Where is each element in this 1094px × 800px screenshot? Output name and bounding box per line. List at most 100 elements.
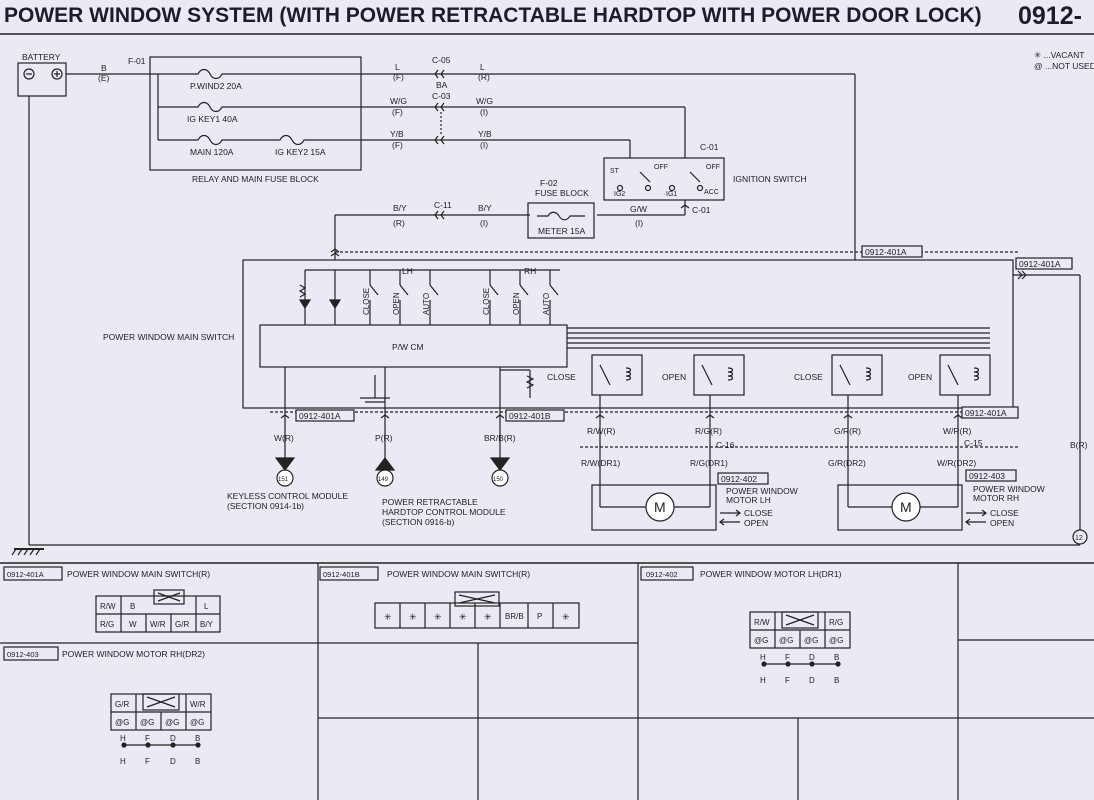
rh-label: RH	[524, 266, 536, 276]
page-title: POWER WINDOW SYSTEM (WITH POWER RETRACTA…	[4, 4, 982, 27]
a-pin-rg: R/G	[100, 620, 114, 629]
wire-br: B(R)	[1070, 440, 1088, 450]
motor-rh-open: OPEN	[990, 518, 1014, 528]
c-b: B	[834, 653, 839, 662]
wire-l-f-color: L	[395, 62, 400, 72]
lh-label: LH	[402, 266, 413, 276]
b-pin-p: P	[537, 612, 542, 621]
battery-label: BATTERY	[22, 52, 61, 62]
ign-ig1: IG1	[666, 191, 677, 198]
b-pin-8: ✳	[562, 612, 570, 622]
relay-open-lh	[693, 354, 745, 396]
motor-rh-close: CLOSE	[990, 508, 1019, 518]
conn-401a-right: 0912-401A	[1019, 259, 1061, 269]
relay-open-lh-label: OPEN	[662, 372, 686, 382]
sw-auto-rh: AUTO	[542, 293, 551, 315]
wire-l-r-color: L	[480, 62, 485, 72]
wire-e: (E)	[98, 73, 110, 83]
module-151: 151	[278, 477, 289, 483]
wire-brb: BR/B(R)	[484, 433, 516, 443]
connector-ba: BA	[436, 80, 448, 90]
d-d2: D	[170, 757, 176, 766]
wire-wrr: W/R(R)	[943, 426, 971, 436]
c-pin-g4: @G	[829, 636, 843, 645]
power-window-main-switch-box	[242, 259, 1014, 409]
main-switch-label: POWER WINDOW MAIN SWITCH	[103, 332, 234, 342]
ign-off2: OFF	[706, 164, 720, 171]
fuse-block-id: F-02	[540, 178, 558, 188]
wire-wg-f-loc: (F)	[392, 107, 403, 117]
c-pin-rg: R/G	[829, 618, 843, 627]
conn-d-title: POWER WINDOW MOTOR RH(DR2)	[62, 649, 205, 659]
c-d2: D	[809, 676, 815, 685]
relay-block-label: RELAY AND MAIN FUSE BLOCK	[192, 174, 319, 184]
c-pin-rw: R/W	[754, 618, 770, 627]
motor-rh-symbol: M	[900, 499, 912, 515]
d-pin-g3: @G	[165, 718, 179, 727]
wire-by-r-color: B/Y	[393, 203, 407, 213]
wire-yb-i-loc: (I)	[480, 140, 488, 150]
d-pin-gr: G/R	[115, 700, 129, 709]
wire-l-r-loc: (R)	[478, 72, 490, 82]
motor-lh-close: CLOSE	[744, 508, 773, 518]
legend-vacant: ✳ ...VACANT	[1034, 50, 1085, 60]
a-pin-gr: G/R	[175, 620, 189, 629]
motor-lh-label-2: MOTOR LH	[726, 495, 771, 505]
pw-cm-label: P/W CM	[392, 342, 424, 352]
relay-open-rh	[939, 354, 991, 396]
d-b2: B	[195, 757, 200, 766]
wire-gr: G/R(R)	[834, 426, 861, 436]
relay-close-lh	[591, 354, 643, 396]
connector-f01: F-01	[128, 56, 146, 66]
sw-open-rh: OPEN	[512, 292, 521, 315]
close-label: CLOSE	[547, 372, 576, 382]
c-b2: B	[834, 676, 839, 685]
b-pin-3: ✳	[434, 612, 442, 622]
wire-rgdr1: R/G(DR1)	[690, 458, 728, 468]
ign-ig2: IG2	[614, 191, 625, 198]
wire-gw-color: G/W	[630, 204, 647, 214]
conn-402: 0912-402	[721, 474, 757, 484]
ign-acc: ACC	[704, 189, 719, 196]
d-d: D	[170, 734, 176, 743]
sw-close-lh: CLOSE	[362, 288, 371, 315]
motor-lh-symbol: M	[654, 499, 666, 515]
pw-cm-box	[259, 324, 568, 368]
wire-yb-i-color: Y/B	[478, 129, 492, 139]
c-pin-g3: @G	[804, 636, 818, 645]
conn-401a-left: 0912-401A	[299, 411, 341, 421]
fuse-pwind2: P.WIND2 20A	[190, 81, 242, 91]
motor-lh-box	[591, 484, 717, 531]
wire-wg-i-loc: (I)	[480, 107, 488, 117]
wire-pr: P(R)	[375, 433, 393, 443]
keyless-module-label: KEYLESS CONTROL MODULE	[227, 491, 348, 501]
wire-l-f-loc: (F)	[393, 72, 404, 82]
sw-close-rh: CLOSE	[482, 288, 491, 315]
hardtop-label-1: POWER RETRACTABLE	[382, 497, 478, 507]
d-h2: H	[120, 757, 126, 766]
conn-401a-far: 0912-401A	[965, 408, 1007, 418]
a-pin-rw: R/W	[100, 602, 116, 611]
d-b: B	[195, 734, 200, 743]
ign-st: ST	[610, 168, 620, 175]
d-pin-g1: @G	[115, 718, 129, 727]
d-pin-g4: @G	[190, 718, 204, 727]
battery-symbol	[17, 62, 67, 97]
conn-c15: C-15	[964, 438, 983, 448]
conn-d-id: 0912-403	[7, 650, 39, 659]
d-h: H	[120, 734, 126, 743]
legend: ✳ ...VACANT @ ...NOT USED	[1034, 50, 1094, 72]
connector-c01-bottom: C-01	[692, 205, 711, 215]
c-f: F	[785, 653, 790, 662]
connector-c03: C-03	[432, 91, 451, 101]
conn-c-id: 0912-402	[646, 570, 678, 579]
module-12: 12	[1075, 535, 1083, 542]
wire-by-i-loc: (I)	[480, 218, 488, 228]
fuse-block-f02	[527, 202, 595, 239]
conn-c-title: POWER WINDOW MOTOR LH(DR1)	[700, 569, 842, 579]
wire-rgr: R/G(R)	[695, 426, 722, 436]
c-d: D	[809, 653, 815, 662]
sw-auto-lh: AUTO	[422, 293, 431, 315]
